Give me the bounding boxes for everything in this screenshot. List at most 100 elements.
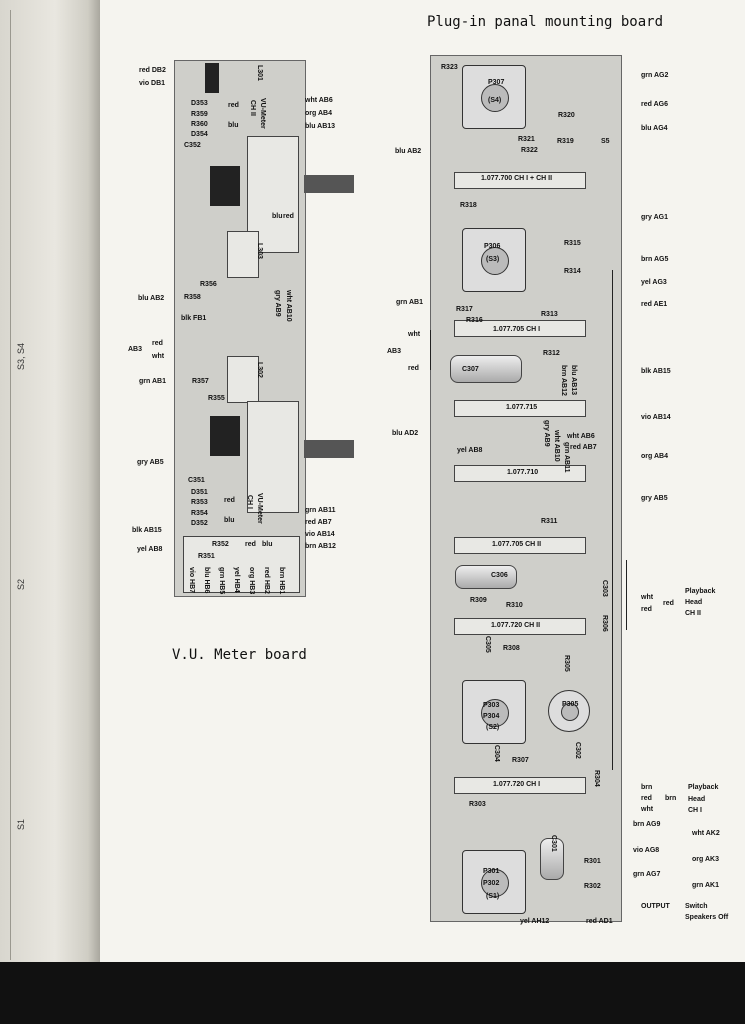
main-component: C306 xyxy=(491,572,508,579)
vu-label: red xyxy=(152,340,163,347)
main-component: 1.077.720 CH II xyxy=(491,622,541,629)
main-right-label: red xyxy=(641,606,652,613)
vu-inner-label: blu xyxy=(262,541,273,548)
main-component: C302 xyxy=(574,742,581,759)
main-right-label: brn AG5 xyxy=(641,256,669,263)
main-component: P303 xyxy=(483,702,500,709)
ribbon-connector xyxy=(183,536,300,593)
vu-component: R360 xyxy=(191,121,208,128)
capacitor-c301 xyxy=(540,838,564,880)
vu-label: gry AB5 xyxy=(137,459,164,466)
vu-component: L303 xyxy=(256,243,263,259)
main-component: 1.077.715 xyxy=(506,404,538,411)
vu-inner-label: red xyxy=(228,102,239,109)
main-component: R307 xyxy=(512,757,529,764)
main-component: R311 xyxy=(541,518,558,525)
main-right-label: wht xyxy=(641,594,654,601)
playback-head-ch1-note: Head xyxy=(688,796,706,803)
vu-component: CH I xyxy=(246,495,253,509)
main-bottom-label: red AD1 xyxy=(586,918,613,925)
output-label: wht AK2 xyxy=(692,830,720,837)
vu-component: D352 xyxy=(191,520,208,527)
vu-label: wht AB6 xyxy=(305,97,333,104)
playback-head-ch2-note: Playback xyxy=(685,588,716,595)
main-component: P305 xyxy=(562,701,579,708)
main-bottom-label: yel AH12 xyxy=(520,918,550,925)
capacitor-c307 xyxy=(450,355,522,383)
main-component: P307 xyxy=(488,79,505,86)
main-component: R304 xyxy=(593,770,600,787)
spine-label-s2: S2 xyxy=(16,578,26,590)
potentiometer-p301-p302 xyxy=(462,850,526,914)
vu-label: blu AB2 xyxy=(138,295,165,302)
main-component: C304 xyxy=(493,745,500,762)
vu-bottom-label: yel HB4 xyxy=(233,567,240,593)
main-right-label: red AG6 xyxy=(641,101,668,108)
vu-component: R355 xyxy=(208,395,225,402)
vu-inner-label: blu xyxy=(224,517,235,524)
spine-label-s1: S1 xyxy=(16,818,26,830)
output-label: OUTPUT xyxy=(641,903,670,910)
meter-spring-top xyxy=(304,175,354,193)
book-spine: S3, S4 S2 S1 xyxy=(0,0,100,962)
main-inner-label: brn AB12 xyxy=(560,365,567,396)
main-inner-label: gry AB9 xyxy=(543,420,550,447)
main-right-label: grn AG7 xyxy=(633,871,661,878)
vu-label: wht xyxy=(152,353,165,360)
ic-strip xyxy=(454,172,586,189)
main-component: P301 xyxy=(483,868,500,875)
main-component: (S4) xyxy=(488,97,502,104)
vu-inner-label: gry AB9 xyxy=(274,290,281,317)
vu-component: R359 xyxy=(191,111,208,118)
main-inner-label: red AB7 xyxy=(570,444,597,451)
vu-bottom-label: brn HB1 xyxy=(278,567,285,595)
vu-inner-label: red xyxy=(283,213,294,220)
playback-head-ch2-note: CH II xyxy=(685,610,701,617)
potentiometer-p307 xyxy=(462,65,526,129)
main-component: R318 xyxy=(460,202,477,209)
main-inner-label: blu AB13 xyxy=(570,365,577,396)
main-component: R310 xyxy=(506,602,523,609)
vu-meter-board-photo xyxy=(174,60,306,597)
spine-label-s3s4: S3, S4 xyxy=(16,342,26,370)
main-component: 1.077.700 CH I + CH II xyxy=(481,175,553,182)
vu-bottom-label: blu HB6 xyxy=(203,567,210,594)
vu-label: vio DB1 xyxy=(139,80,166,87)
main-component: R316 xyxy=(466,317,483,324)
vu-component: VU-Meter xyxy=(256,493,263,524)
connector-block xyxy=(210,416,240,456)
vu-label: grn AB1 xyxy=(139,378,166,385)
vu-component: L301 xyxy=(256,65,263,81)
vu-bottom-label: org HB3 xyxy=(248,567,255,595)
ic-strip xyxy=(454,400,586,417)
main-left-label: wht xyxy=(408,331,421,338)
main-component: R305 xyxy=(563,655,570,672)
main-component: P302 xyxy=(483,880,500,887)
main-component: R313 xyxy=(541,311,558,318)
main-right-label: vio AG8 xyxy=(633,847,660,854)
main-component: R321 xyxy=(518,136,535,143)
main-component: R315 xyxy=(564,240,581,247)
ic-strip xyxy=(454,465,586,482)
ic-strip xyxy=(454,320,586,337)
vu-component: CH II xyxy=(249,100,256,116)
vu-label: blk FB1 xyxy=(181,315,207,322)
main-right-label: wht xyxy=(641,806,654,813)
output-label: Switch xyxy=(685,903,708,910)
main-component: P304 xyxy=(483,713,500,720)
main-left-label: red xyxy=(408,365,419,372)
main-component: R302 xyxy=(584,883,601,890)
main-right-label: red xyxy=(641,795,652,802)
main-component: R322 xyxy=(521,147,538,154)
vu-label: yel AB8 xyxy=(137,546,163,553)
output-label: org AK3 xyxy=(692,856,719,863)
main-component: 1.077.705 CH II xyxy=(492,541,542,548)
vu-bottom-label: grn HB5 xyxy=(218,567,225,595)
main-component: R301 xyxy=(584,858,601,865)
vu-meter-ch1-housing xyxy=(247,401,299,513)
main-component: C305 xyxy=(484,636,491,653)
main-component: 1.077.705 CH I xyxy=(493,326,541,333)
main-component: 1.077.710 xyxy=(507,469,539,476)
main-component: R312 xyxy=(543,350,560,357)
playback-head-ch1-note: Playback xyxy=(688,784,719,791)
